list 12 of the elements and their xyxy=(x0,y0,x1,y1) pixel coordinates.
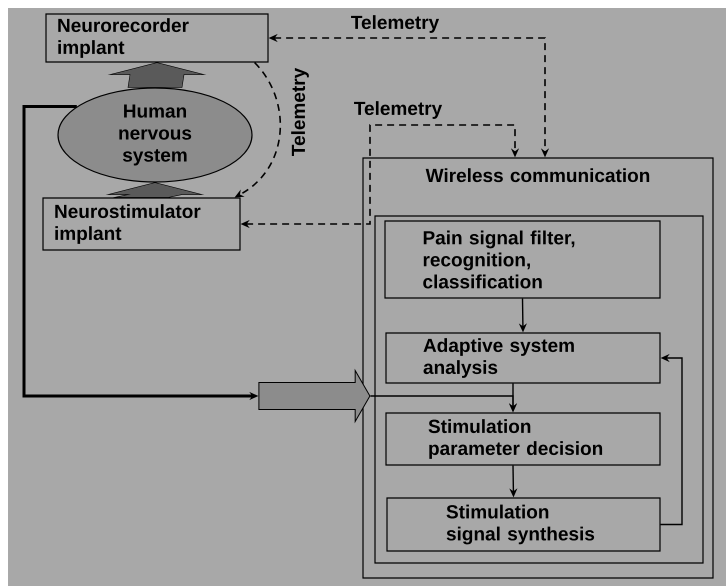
process-box: Stimulation parameter decision xyxy=(385,412,661,466)
processing-frame xyxy=(374,215,704,564)
implant-box: Neurostimulator implant xyxy=(42,197,241,251)
implant-box: Neurorecorder implant xyxy=(45,13,269,63)
process-box: Pain signal filter, recognition, classification xyxy=(384,220,661,299)
block-arrow xyxy=(108,62,206,88)
edge-label: Telemetry xyxy=(352,100,444,120)
process-box: Adaptive system analysis xyxy=(385,332,661,384)
edge-label: Telemetry xyxy=(290,66,310,158)
block-arrow xyxy=(106,182,204,198)
edge-label: Telemetry xyxy=(350,14,440,34)
process-box: Stimulation signal synthesis xyxy=(386,497,661,552)
